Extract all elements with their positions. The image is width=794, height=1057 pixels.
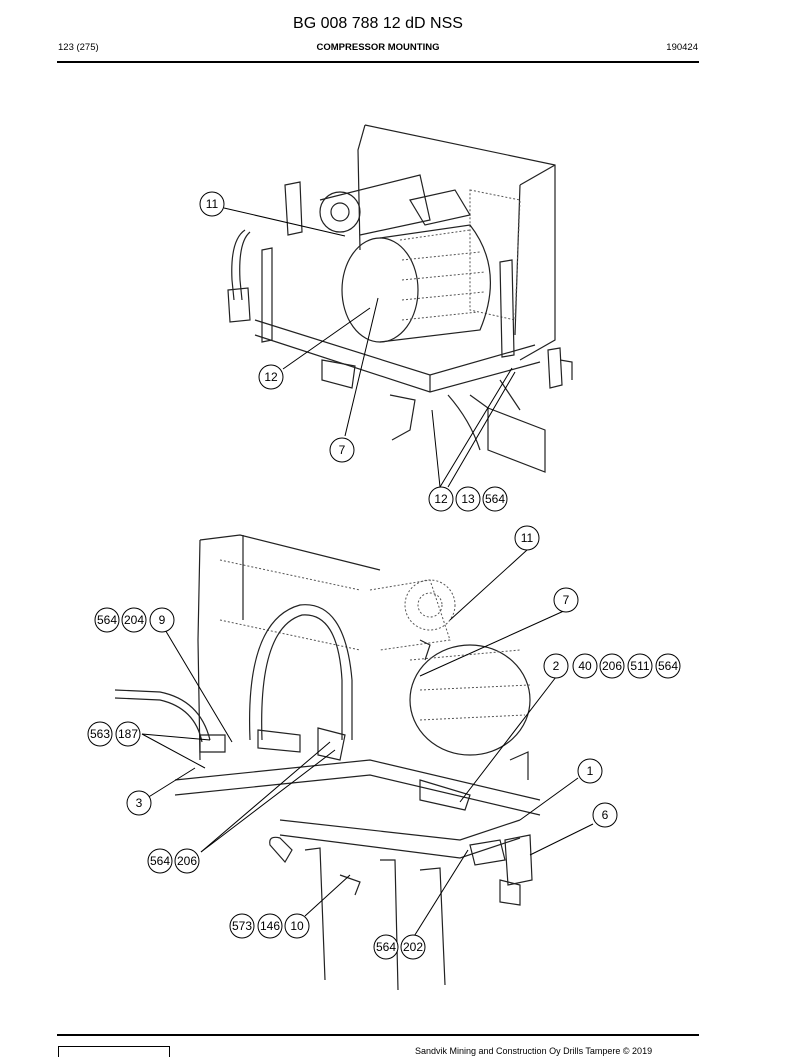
callout-40: 40: [572, 653, 598, 679]
document-title: BG 008 788 12 dD NSS: [293, 15, 463, 32]
callout-563: 563: [87, 721, 113, 747]
footer-rule: [57, 1034, 699, 1036]
callout-2: 2: [543, 653, 569, 679]
callout-11-bottom: 11: [514, 525, 540, 551]
svg-text:564: 564: [376, 940, 396, 954]
callout-13-group: 13: [455, 486, 481, 512]
svg-text:12: 12: [434, 492, 448, 506]
callout-7-bottom: 7: [553, 587, 579, 613]
callout-7-top: 7: [329, 437, 355, 463]
callout-1: 1: [577, 758, 603, 784]
callout-9: 9: [149, 607, 175, 633]
callout-573: 573: [229, 913, 255, 939]
svg-text:564: 564: [485, 492, 505, 506]
callout-187: 187: [115, 721, 141, 747]
callout-564-a: 564: [94, 607, 120, 633]
svg-text:511: 511: [630, 659, 649, 673]
svg-text:202: 202: [403, 940, 423, 954]
svg-text:10: 10: [290, 919, 304, 933]
top-leader-lines: [223, 207, 516, 488]
top-assembly-illustration: [227, 124, 573, 473]
svg-text:7: 7: [563, 593, 570, 607]
callout-202: 202: [400, 934, 426, 960]
callout-6: 6: [592, 802, 618, 828]
svg-text:573: 573: [232, 919, 252, 933]
callout-206-a: 206: [599, 653, 625, 679]
svg-text:206: 206: [602, 659, 622, 673]
callout-564-group-top: 564: [482, 486, 508, 512]
callout-564-c: 564: [147, 848, 173, 874]
svg-text:6: 6: [602, 808, 609, 822]
svg-text:146: 146: [260, 919, 280, 933]
svg-text:204: 204: [124, 613, 144, 627]
callout-12-group: 12: [428, 486, 454, 512]
svg-text:9: 9: [159, 613, 166, 627]
callout-3: 3: [126, 790, 152, 816]
header-rule: [57, 61, 699, 63]
bottom-assembly-illustration: [114, 534, 541, 991]
svg-text:3: 3: [136, 796, 143, 810]
svg-text:2: 2: [553, 659, 560, 673]
svg-text:564: 564: [150, 854, 170, 868]
svg-text:11: 11: [521, 531, 534, 545]
svg-text:13: 13: [461, 492, 475, 506]
callout-146: 146: [257, 913, 283, 939]
svg-text:187: 187: [118, 727, 138, 741]
svg-text:564: 564: [658, 659, 678, 673]
footer-copyright: Sandvik Mining and Construction Oy Drill…: [415, 1046, 653, 1056]
callout-564-b: 564: [655, 653, 681, 679]
svg-text:563: 563: [90, 727, 110, 741]
callout-12-top: 12: [258, 364, 284, 390]
svg-text:12: 12: [264, 370, 278, 384]
svg-text:7: 7: [339, 443, 346, 457]
revision-date: 190424: [666, 42, 698, 53]
svg-text:206: 206: [177, 854, 197, 868]
svg-text:40: 40: [578, 659, 592, 673]
callout-10: 10: [284, 913, 310, 939]
callout-206-b: 206: [174, 848, 200, 874]
bottom-leader-lines: [138, 549, 594, 939]
svg-text:564: 564: [97, 613, 117, 627]
sandvik-logo: [58, 1046, 170, 1057]
svg-text:11: 11: [206, 197, 219, 211]
callout-204: 204: [121, 607, 147, 633]
callout-564-d: 564: [373, 934, 399, 960]
callout-11-top: 11: [199, 191, 225, 217]
callout-511: 511: [627, 653, 653, 679]
svg-text:1: 1: [587, 764, 594, 778]
section-title: COMPRESSOR MOUNTING: [316, 42, 440, 53]
page-number: 123 (275): [58, 42, 99, 53]
